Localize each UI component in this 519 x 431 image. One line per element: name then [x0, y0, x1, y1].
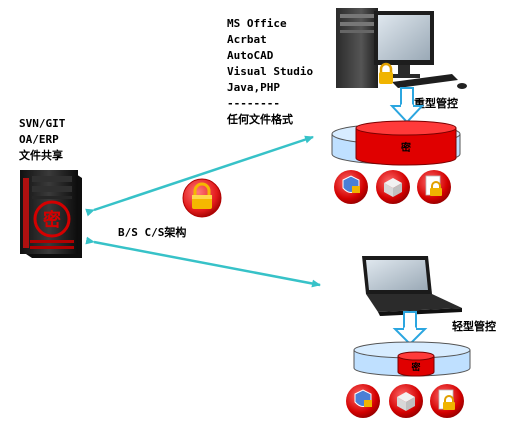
laptop-icon: [362, 256, 462, 316]
arrow-to-laptop: [85, 236, 321, 288]
light-control-badges: [346, 384, 464, 418]
light-control-label: 轻型管控: [452, 320, 496, 333]
server-services-list: SVN/GIT OA/ERP 文件共享: [19, 116, 65, 164]
software-item: MS Office: [227, 17, 287, 30]
heavy-control-label: 重型管控: [414, 97, 458, 110]
shield-icon: [346, 384, 380, 418]
document-icon: [417, 170, 451, 204]
document-icon: [430, 384, 464, 418]
server-tower-icon: 密: [20, 170, 82, 258]
service-item: 文件共享: [19, 149, 63, 162]
padlock-icon: [182, 178, 222, 218]
box-icon: [376, 170, 410, 204]
shield-icon: [334, 170, 368, 204]
service-item: SVN/GIT: [19, 117, 66, 130]
light-control-vault: 密: [353, 311, 471, 377]
box-icon: [389, 384, 423, 418]
heavy-control-badges: [334, 170, 451, 204]
light-vault-emblem: 密: [410, 361, 420, 373]
software-item: Java,PHP: [227, 81, 280, 94]
server-emblem: 密: [43, 209, 61, 231]
arrow-to-desktop: [85, 135, 314, 217]
software-list: MS Office Acrbat AutoCAD Visual Studio J…: [227, 16, 313, 128]
software-item: AutoCAD: [227, 49, 274, 62]
desktop-computer-icon: [336, 8, 467, 89]
software-item: --------: [227, 97, 280, 110]
software-item: Visual Studio: [227, 65, 314, 78]
heavy-control-vault: 密: [331, 87, 461, 166]
software-item: Acrbat: [227, 33, 267, 46]
connection-label: B/S C/S架构: [118, 226, 187, 239]
service-item: OA/ERP: [19, 133, 59, 146]
software-item: 任何文件格式: [227, 113, 293, 126]
connection-arrows: [85, 135, 321, 288]
heavy-vault-emblem: 密: [401, 141, 411, 154]
